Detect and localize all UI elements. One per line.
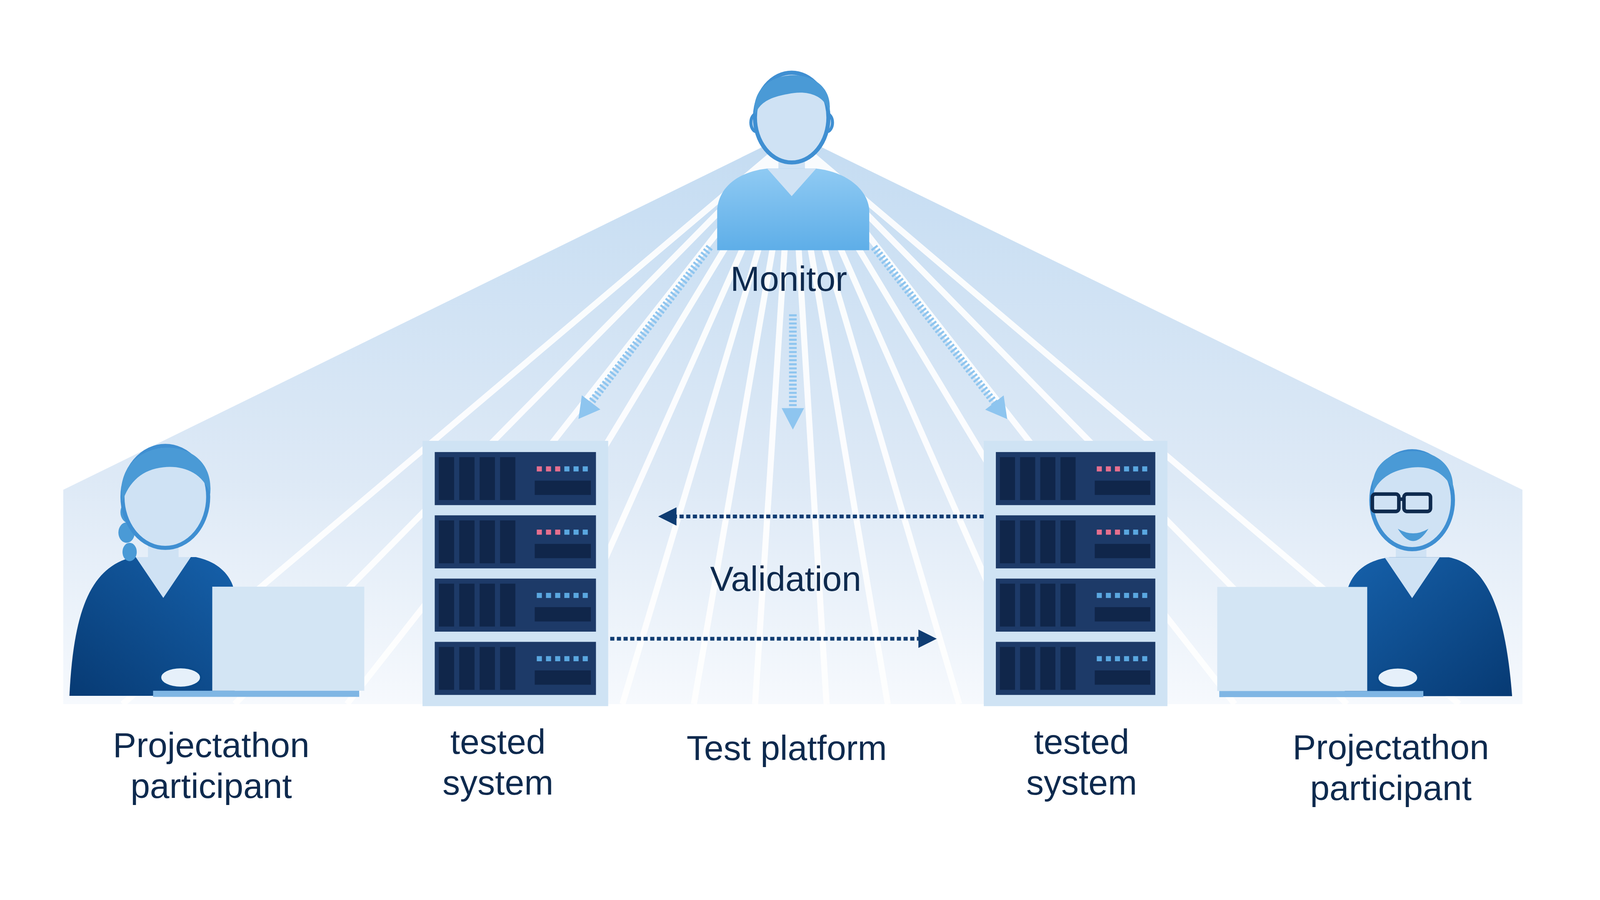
server-node: tested system bbox=[983, 440, 1168, 707]
rack-unit bbox=[434, 641, 596, 695]
connector-line bbox=[590, 247, 710, 405]
rack-unit bbox=[995, 515, 1156, 569]
collar bbox=[1384, 557, 1440, 598]
body bbox=[69, 557, 235, 696]
flow-arrow bbox=[873, 247, 1008, 420]
node-label: tested system bbox=[411, 721, 585, 803]
center-down-arrow bbox=[781, 314, 805, 430]
node-label: Projectathon participant bbox=[1247, 726, 1534, 809]
laptop-base bbox=[1219, 690, 1424, 698]
monitor-person bbox=[712, 69, 872, 254]
hair bbox=[121, 447, 211, 502]
hand bbox=[1377, 667, 1419, 688]
laptop bbox=[1217, 586, 1368, 691]
platform-label: Test platform bbox=[613, 727, 961, 769]
rack-unit bbox=[434, 578, 596, 632]
arrow-head bbox=[985, 395, 1008, 420]
laptop-base bbox=[152, 690, 360, 698]
laptop bbox=[212, 586, 365, 691]
rack-unit bbox=[434, 515, 596, 569]
hair bbox=[754, 75, 830, 115]
connector-line bbox=[610, 636, 920, 641]
server-rack bbox=[422, 440, 609, 707]
rack-unit bbox=[434, 452, 596, 505]
rack-unit bbox=[995, 641, 1156, 695]
node-label: Monitor bbox=[666, 258, 912, 300]
participant-figure: Projectathon participant bbox=[1214, 449, 1515, 699]
flow-arrow bbox=[578, 247, 710, 419]
arrow-head bbox=[658, 507, 677, 526]
rack-unit bbox=[995, 452, 1156, 505]
head bbox=[1371, 450, 1453, 549]
beard bbox=[1397, 528, 1429, 541]
monitor-figure: Monitor bbox=[712, 69, 872, 254]
glasses bbox=[1372, 493, 1431, 512]
arrow-head bbox=[918, 629, 937, 648]
server-rack bbox=[983, 440, 1168, 707]
collar bbox=[135, 557, 191, 598]
hair bbox=[1372, 450, 1454, 492]
light-fan bbox=[63, 132, 1523, 704]
rack-unit bbox=[995, 578, 1156, 632]
body bbox=[717, 168, 870, 250]
validation-label: Validation bbox=[632, 558, 939, 600]
body bbox=[1345, 557, 1513, 696]
node-label: tested system bbox=[995, 721, 1169, 803]
collar bbox=[767, 168, 817, 196]
rack-frame bbox=[983, 440, 1168, 707]
connector-line bbox=[873, 247, 996, 405]
server-node: tested system bbox=[422, 440, 609, 707]
participant-person bbox=[61, 436, 368, 698]
participant-person bbox=[1214, 449, 1515, 699]
rack-frame bbox=[422, 440, 609, 707]
connector-line bbox=[674, 514, 984, 519]
participant-figure: Projectathon participant bbox=[61, 436, 368, 698]
node-label: Projectathon participant bbox=[68, 724, 355, 807]
light-rays bbox=[122, 137, 1460, 705]
flow-arrow bbox=[658, 507, 984, 526]
flow-arrow bbox=[610, 629, 937, 648]
arrow-head bbox=[578, 395, 601, 420]
hand bbox=[160, 667, 201, 688]
